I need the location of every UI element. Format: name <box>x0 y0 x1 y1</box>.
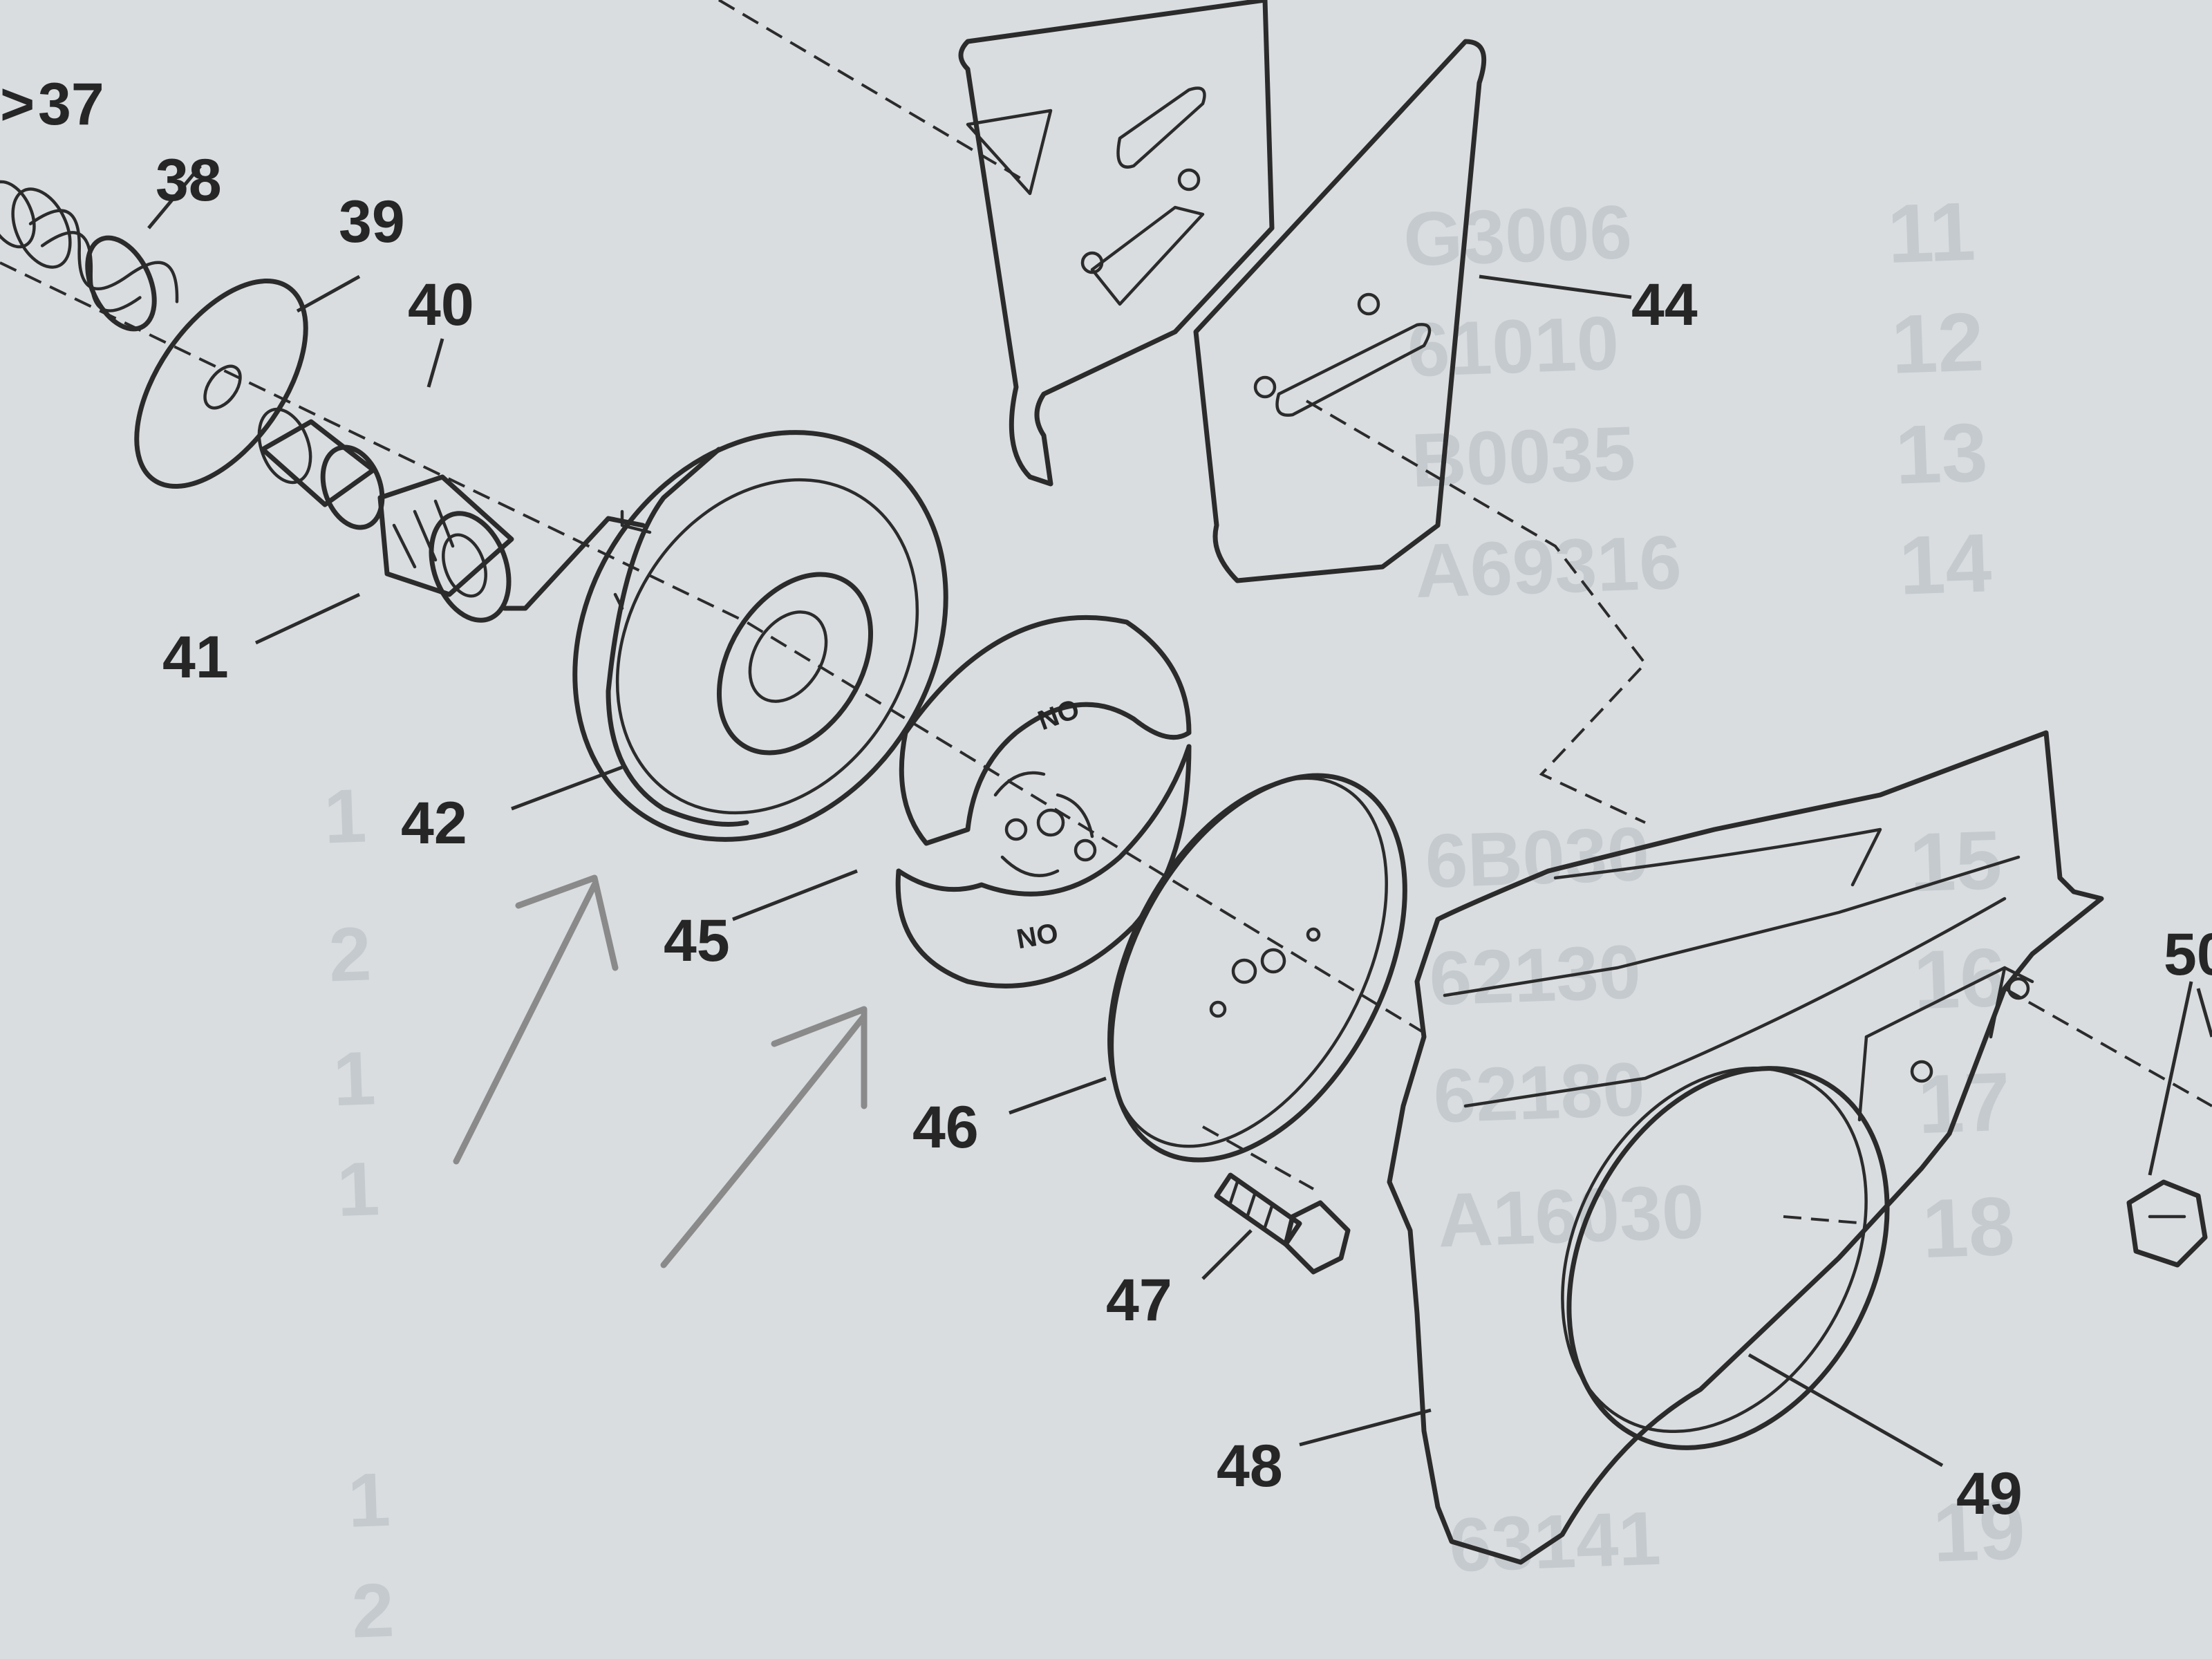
bleed-qty: 2 <box>350 1568 395 1654</box>
bleed-code: 61010 <box>1406 301 1620 393</box>
callout-41: 41 <box>162 624 229 691</box>
bleed-qty: 1 <box>332 1035 377 1122</box>
callout-50: 50 <box>2164 921 2212 988</box>
bleed-qty: 2 <box>328 911 373 997</box>
bushing-part <box>257 407 385 530</box>
bolt-part <box>1214 1172 1351 1275</box>
shoe-marking-bottom: ON <box>1014 917 1060 954</box>
callout-47: 47 <box>1106 1267 1172 1333</box>
bleed-number: 14 <box>1897 516 1993 612</box>
clutch-shoe-part: ON ON <box>895 615 1192 988</box>
needle-bearing-part <box>377 474 514 623</box>
clutch-drum-part <box>502 430 948 842</box>
clutch-plate-part <box>1107 773 1407 1163</box>
callout-49: 49 <box>1956 1461 2023 1527</box>
nut-part <box>2126 1179 2208 1268</box>
callouts: > 37 38 39 40 41 42 44 45 46 47 48 49 50 <box>0 71 2212 1527</box>
callout-42: 42 <box>401 790 467 856</box>
bleed-code: 6B030 <box>1424 812 1651 904</box>
callout-46: 46 <box>912 1094 979 1161</box>
bleed-qty: 1 <box>323 773 368 859</box>
bleed-number: 12 <box>1890 295 1985 391</box>
bleed-qty: 1 <box>335 1146 380 1232</box>
callout-37: 37 <box>38 71 104 138</box>
clutch-housing-part <box>1387 730 2104 1565</box>
leader-lines <box>147 165 2212 1468</box>
bleed-code: A16030 <box>1436 1169 1705 1263</box>
guide-plate-part <box>958 0 1487 583</box>
bleed-number: 19 <box>1931 1483 2027 1580</box>
bleed-code: A69316 <box>1414 520 1683 614</box>
callout-44: 44 <box>1631 272 1698 338</box>
bleed-code: 62180 <box>1432 1047 1647 1139</box>
callout-48: 48 <box>1217 1433 1283 1499</box>
assembly-centerline <box>0 0 2212 1225</box>
shoe-marking-top: ON <box>1033 693 1082 735</box>
bleed-number: 11 <box>1886 185 1976 281</box>
bleed-number: 18 <box>1921 1180 2016 1276</box>
callout-arrow-glyph: > <box>0 71 35 138</box>
callout-39: 39 <box>339 189 405 255</box>
spring-part <box>0 180 179 332</box>
bleed-number: 15 <box>1908 814 2003 910</box>
bleed-through-text: 11 12 13 14 15 16 17 18 19 G3006 61010 B… <box>323 185 2027 1654</box>
callout-38: 38 <box>156 147 222 214</box>
bleed-qty: 1 <box>346 1457 391 1544</box>
bleed-code: 62130 <box>1428 929 1642 1022</box>
callout-45: 45 <box>664 908 730 974</box>
bleed-code: G3006 <box>1402 189 1633 282</box>
pencil-arrow-annotations <box>453 874 868 1268</box>
callout-40: 40 <box>408 272 474 338</box>
bleed-number: 13 <box>1893 406 1989 502</box>
washer-part <box>134 278 308 489</box>
bleed-number: 16 <box>1912 931 2007 1027</box>
